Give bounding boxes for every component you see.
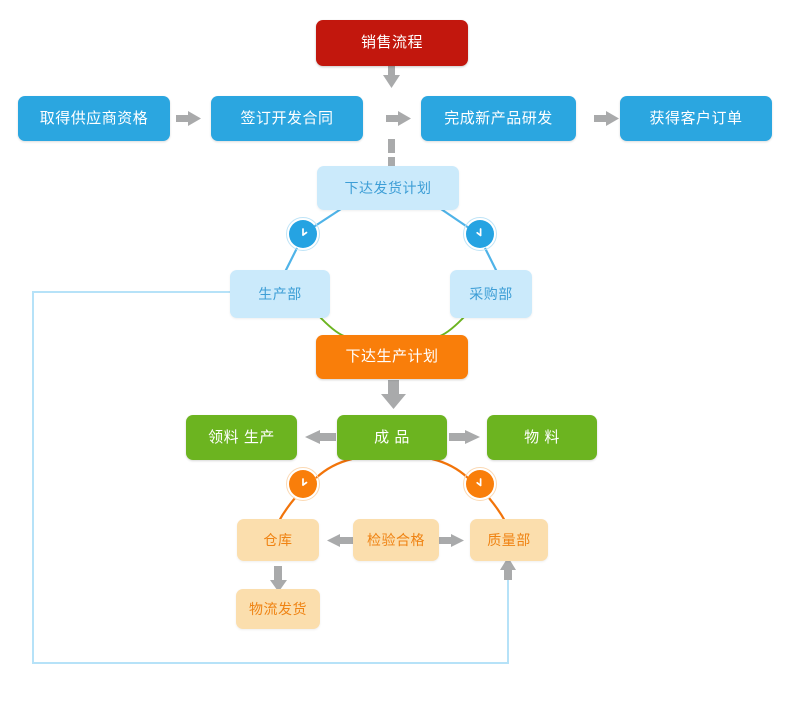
node-purchasing-dept[interactable]: 采购部 [450, 270, 532, 318]
node-logistics-shipping-label: 物流发货 [249, 600, 307, 617]
node-finished-product-label: 成 品 [374, 428, 410, 446]
node-development-contract[interactable]: 签订开发合同 [211, 96, 363, 141]
node-inspection-passed[interactable]: 检验合格 [353, 519, 439, 561]
node-new-product-rnd[interactable]: 完成新产品研发 [421, 96, 576, 141]
node-warehouse-label: 仓库 [263, 531, 293, 548]
connector-badge-to-production [284, 247, 298, 273]
badge-production-dept[interactable] [286, 217, 320, 251]
node-shipping-plan-label: 下达发货计划 [344, 179, 432, 196]
arrow-rnd-to-shipping [388, 139, 395, 166]
connector-badge-to-warehouse [278, 497, 296, 522]
node-new-product-rnd-label: 完成新产品研发 [444, 109, 553, 127]
node-sales-process[interactable]: 销售流程 [316, 20, 468, 66]
node-supplier-qualification[interactable]: 取得供应商资格 [18, 96, 170, 141]
connector-production-to-plan [317, 314, 345, 337]
connector-product-to-quality [431, 457, 469, 479]
node-customer-order-label: 获得客户订单 [649, 109, 743, 127]
connector-purchasing-to-plan [439, 314, 467, 337]
badge-ring [463, 217, 497, 251]
clock-arrow-icon [476, 228, 482, 237]
clock-arrow-icon [476, 478, 482, 487]
node-finished-product[interactable]: 成 品 [337, 415, 447, 460]
node-production-plan[interactable]: 下达生产计划 [316, 335, 468, 379]
node-quality-dept[interactable]: 质量部 [470, 519, 548, 561]
node-picking-production-label: 领料 生产 [208, 428, 275, 446]
arrow-contract-to-rnd [386, 111, 411, 126]
node-production-plan-label: 下达生产计划 [345, 348, 439, 365]
clock-arrow-icon [302, 478, 308, 486]
badge-quality-dept[interactable] [463, 467, 497, 501]
node-picking-production[interactable]: 领料 生产 [186, 415, 297, 460]
node-sales-process-label: 销售流程 [360, 34, 423, 51]
node-material-label: 物 料 [524, 428, 560, 446]
arrow-plan-to-product [381, 380, 406, 409]
clock-arrow-icon [302, 228, 308, 236]
node-logistics-shipping[interactable]: 物流发货 [236, 589, 320, 629]
node-production-dept[interactable]: 生产部 [230, 270, 330, 318]
connector-product-to-warehouse [315, 457, 353, 479]
node-material[interactable]: 物 料 [487, 415, 597, 460]
arrow-inspection-to-quality [437, 534, 464, 547]
badge-purchasing-dept[interactable] [463, 217, 497, 251]
node-supplier-qualification-label: 取得供应商资格 [39, 109, 149, 127]
node-warehouse[interactable]: 仓库 [237, 519, 319, 561]
arrow-product-to-material [449, 430, 480, 444]
node-quality-dept-label: 质量部 [487, 531, 531, 548]
node-shipping-plan[interactable]: 下达发货计划 [317, 166, 459, 210]
arrow-inspection-to-warehouse [327, 534, 354, 547]
badge-warehouse[interactable] [286, 467, 320, 501]
connector-badge-to-quality [488, 497, 506, 522]
arrow-product-to-picking [305, 430, 336, 444]
node-inspection-passed-label: 检验合格 [367, 531, 425, 548]
arrow-supplier-to-contract [176, 111, 201, 126]
connector-badge-to-purchasing [484, 247, 498, 273]
node-purchasing-dept-label: 采购部 [469, 285, 513, 302]
node-production-dept-label: 生产部 [258, 285, 302, 302]
node-development-contract-label: 签订开发合同 [240, 109, 334, 127]
badge-ring [286, 217, 320, 251]
arrow-rnd-to-order [594, 111, 619, 126]
arrow-sales-to-row [383, 64, 400, 88]
node-customer-order[interactable]: 获得客户订单 [620, 96, 772, 141]
